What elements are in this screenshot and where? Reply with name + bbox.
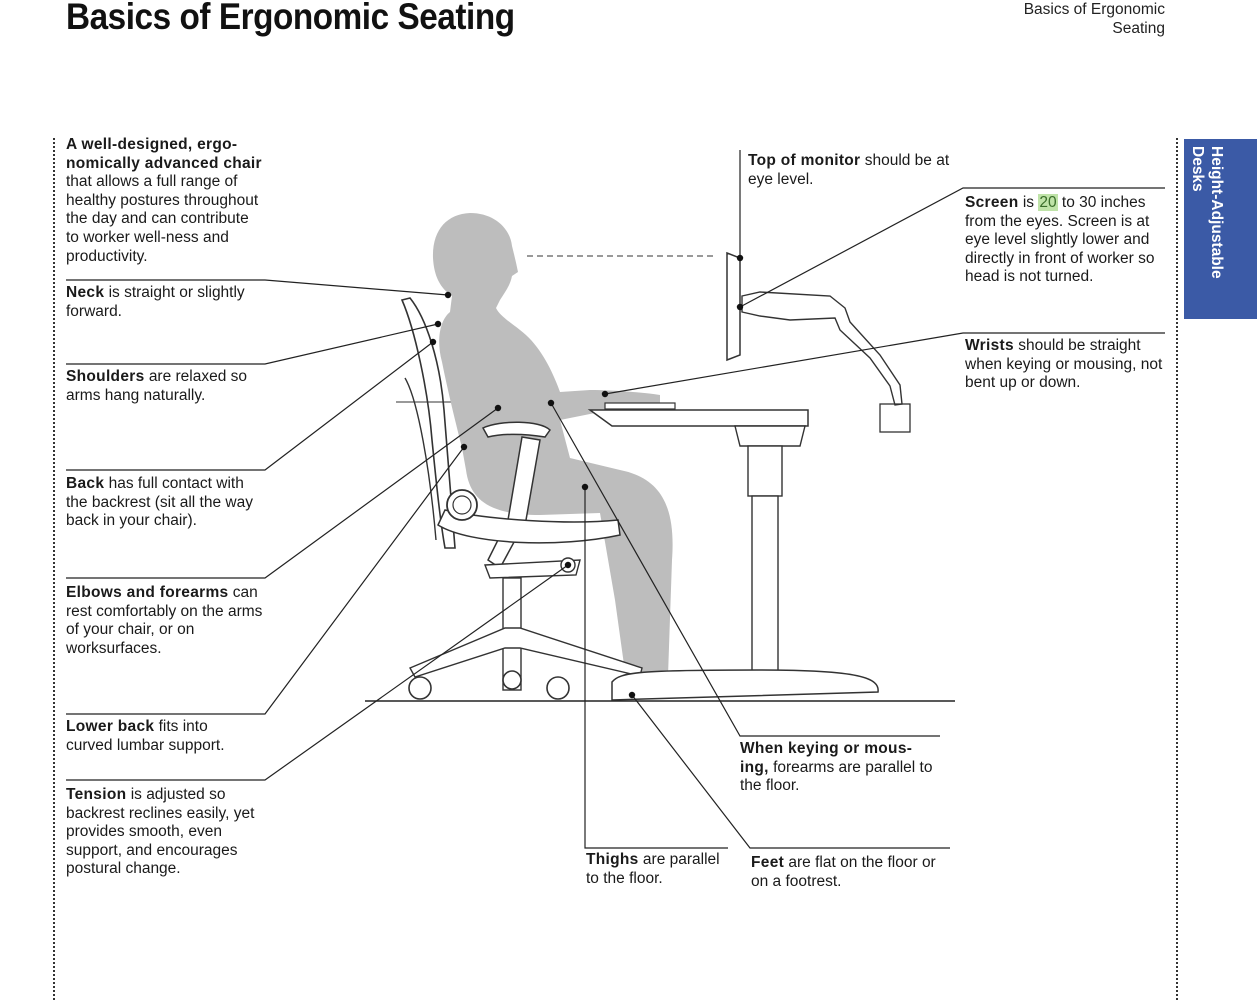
callout-keying-text: forearms are parallel to the floor. bbox=[740, 758, 933, 795]
callout-monitor-bold: Top of monitor bbox=[748, 152, 861, 169]
side-tab-label: Height-Adjustable Desks bbox=[1189, 146, 1225, 279]
desk-bracket bbox=[734, 425, 806, 447]
desk-leg-lower bbox=[751, 495, 779, 675]
leader-thighs bbox=[584, 487, 728, 849]
callout-thighs: Thighs are parallel to the floor. bbox=[586, 851, 731, 888]
callout-lower-back: Lower back fits into curved lumbar suppo… bbox=[66, 718, 256, 755]
leader-wrists bbox=[604, 332, 1165, 395]
callout-lower-back-bold: Lower back bbox=[66, 718, 155, 735]
callout-wrists-text: should be straight when keying or mousin… bbox=[965, 337, 1163, 392]
leader-tension bbox=[66, 564, 569, 781]
callout-neck: Neck is straight or slightly forward. bbox=[66, 284, 266, 321]
right-dotted-rule bbox=[1176, 138, 1178, 1000]
callout-screen-text: to 30 inches from the eyes. Screen is at… bbox=[965, 194, 1155, 286]
chair-armrest bbox=[481, 421, 551, 438]
callout-keying: When keying or mous-ing, forearms are pa… bbox=[740, 740, 940, 796]
side-tab[interactable] bbox=[1184, 139, 1257, 319]
callout-monitor: Top of monitor should be at eye level. bbox=[748, 152, 953, 189]
leader-lower-back bbox=[66, 446, 465, 715]
callout-feet-text: are flat on the floor or on a footrest. bbox=[751, 854, 936, 890]
callout-chair-text: that allows a full range of healthy post… bbox=[66, 173, 259, 265]
header-note-line-2: Seating bbox=[1112, 20, 1165, 37]
leader-screen bbox=[739, 187, 1165, 308]
callout-neck-bold: Neck bbox=[66, 284, 105, 301]
callout-neck-text: is straight or slightly forward. bbox=[66, 284, 245, 320]
chair-caster-1 bbox=[408, 676, 432, 700]
callout-shoulders-bold: Shoulders bbox=[66, 368, 145, 385]
callout-back: Back has full contact with the backrest … bbox=[66, 475, 266, 531]
person-silhouette bbox=[432, 213, 673, 684]
callout-elbows-bold: Elbows and forearms bbox=[66, 584, 229, 601]
callout-lower-back-text: fits into curved lumbar support. bbox=[66, 718, 225, 754]
desk-top bbox=[587, 409, 809, 427]
callout-tension-text: is adjusted so backrest reclines easily,… bbox=[66, 786, 255, 878]
chair-back-frame bbox=[404, 377, 437, 541]
callout-chair: A well-designed, ergo-nomically advanced… bbox=[66, 136, 264, 266]
callout-tension: Tension is adjusted so backrest reclines… bbox=[66, 786, 256, 879]
chair-caster-3 bbox=[546, 676, 570, 700]
callout-chair-bold: A well-designed, ergo-nomically advanced… bbox=[66, 136, 262, 172]
callout-screen-bold: Screen bbox=[965, 194, 1019, 211]
leader-keying bbox=[550, 402, 940, 737]
leader-elbows bbox=[66, 407, 499, 579]
callout-feet-bold: Feet bbox=[751, 854, 785, 871]
callout-feet: Feet are flat on the floor or on a footr… bbox=[751, 854, 941, 891]
leader-back bbox=[66, 341, 434, 471]
chair-caster-2 bbox=[502, 670, 522, 690]
callout-shoulders-text: are relaxed so arms hang naturally. bbox=[66, 368, 248, 404]
callout-thighs-text: are parallel to the floor. bbox=[586, 851, 720, 887]
callout-screen-highlight: 20 bbox=[1038, 194, 1058, 211]
callout-back-text: has full contact with the backrest (sit … bbox=[66, 475, 253, 530]
callout-monitor-text: should be at eye level. bbox=[748, 152, 950, 188]
header-note: Basics of Ergonomic Seating bbox=[1024, 0, 1165, 38]
callout-thighs-bold: Thighs bbox=[586, 851, 639, 868]
desk-leg-upper bbox=[747, 445, 783, 497]
keyboard bbox=[604, 402, 676, 410]
monitor-arm bbox=[741, 291, 903, 406]
callout-screen-pre: is bbox=[1022, 194, 1035, 211]
leader-feet bbox=[631, 694, 950, 849]
header-note-line-1: Basics of Ergonomic bbox=[1023, 1, 1165, 18]
monitor bbox=[726, 251, 741, 362]
callout-elbows-text: can rest comfortably on the arms of your… bbox=[66, 584, 263, 657]
callout-back-bold: Back bbox=[66, 475, 105, 492]
desk-foot bbox=[611, 669, 879, 701]
monitor-clamp bbox=[879, 403, 911, 433]
callout-shoulders: Shoulders are relaxed so arms hang natur… bbox=[66, 368, 266, 405]
callout-screen: Screen is 20 to 30 inches from the eyes.… bbox=[965, 194, 1165, 287]
callout-wrists: Wrists should be straight when keying or… bbox=[965, 337, 1170, 393]
callout-keying-bold: When keying or mous-ing, bbox=[740, 740, 913, 776]
chair-backrest bbox=[400, 297, 456, 549]
leader-shoulders bbox=[66, 323, 439, 365]
callout-tension-bold: Tension bbox=[66, 786, 127, 803]
callout-elbows: Elbows and forearms can rest comfortably… bbox=[66, 584, 266, 658]
callout-wrists-bold: Wrists bbox=[965, 337, 1014, 354]
leader-neck bbox=[66, 279, 449, 296]
left-dotted-rule bbox=[53, 138, 55, 1000]
page-title: Basics of Ergonomic Seating bbox=[66, 0, 515, 37]
